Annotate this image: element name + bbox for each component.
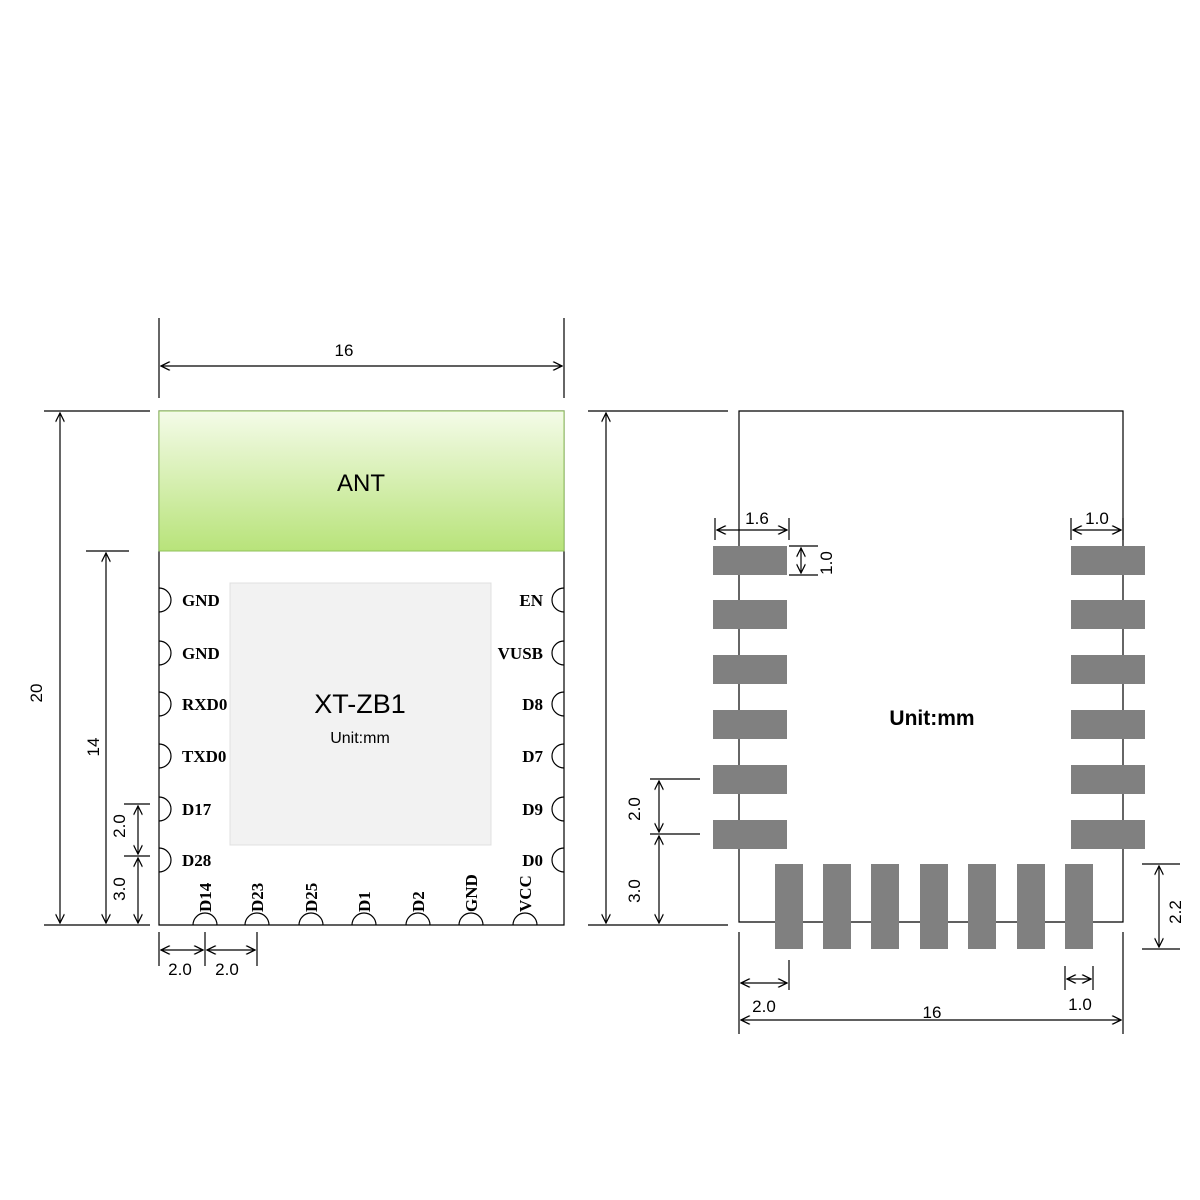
pin-label: VUSB (498, 644, 543, 663)
pin-label: D17 (182, 800, 212, 819)
left-castellations (158, 587, 172, 873)
pad (1065, 864, 1093, 949)
pin-label: D2 (409, 891, 428, 912)
pin-label: GND (182, 644, 220, 663)
footprint-pads-left (713, 546, 787, 849)
pad (1071, 820, 1145, 849)
bottom-castellations (192, 912, 538, 926)
dim-bottom-pitch: 2.0 (215, 960, 239, 979)
right-pin-labels: EN VUSB D8 D7 D9 D0 (498, 591, 544, 870)
pad (1071, 546, 1145, 575)
bottom-pin-labels: D14 D23 D25 D1 D2 GND VCC (196, 874, 535, 912)
pin-label: VCC (516, 875, 535, 912)
chip-label: XT-ZB1 (314, 689, 406, 719)
right-castellations (551, 587, 565, 873)
dim-bottom-offset: 3.0 (110, 877, 129, 901)
pin-label: D0 (522, 851, 543, 870)
pin-label: D23 (248, 883, 267, 912)
pad (713, 820, 787, 849)
pad (968, 864, 996, 949)
dim-fp-bottom-first: 2.0 (752, 997, 776, 1016)
dim-fp-width: 16 (923, 1003, 942, 1022)
module-unit-label: Unit:mm (330, 730, 390, 747)
antenna-label: ANT (337, 470, 385, 497)
pin-label: D7 (522, 747, 543, 766)
module-dimensions: 16 20 14 2.0 3.0 2.0 2.0 (27, 318, 565, 979)
pin-label: D9 (522, 800, 543, 819)
pad (1071, 710, 1145, 739)
dim-fp-bottom-offset: 3.0 (625, 879, 644, 903)
pad (713, 546, 787, 575)
pin-label: RXD0 (182, 695, 227, 714)
pin-label: GND (462, 874, 481, 912)
dim-bottom-pad-width: 1.0 (1068, 995, 1092, 1014)
pin-label: GND (182, 591, 220, 610)
pad (1017, 864, 1045, 949)
pin-label: D8 (522, 695, 543, 714)
pad (713, 655, 787, 684)
dim-pad-width: 1.0 (817, 551, 836, 575)
dim-height: 20 (27, 684, 46, 703)
footprint-unit-label: Unit:mm (889, 707, 974, 730)
pin-label: D1 (355, 891, 374, 912)
pad (713, 600, 787, 629)
pin-label: TXD0 (182, 747, 226, 766)
pad (920, 864, 948, 949)
dim-bottom-pad-length: 2.2 (1166, 900, 1185, 924)
pad (1071, 600, 1145, 629)
left-pin-labels: GND GND RXD0 TXD0 D17 D28 (182, 591, 227, 870)
pad (871, 864, 899, 949)
antenna-area (158, 410, 565, 552)
pad (823, 864, 851, 949)
pin-label: D28 (182, 851, 211, 870)
pin-label: EN (519, 591, 543, 610)
pad (775, 864, 803, 949)
pad (713, 765, 787, 794)
dim-width: 16 (335, 341, 354, 360)
dim-pin-pitch: 2.0 (110, 814, 129, 838)
dim-pad-length-right: 1.0 (1085, 509, 1109, 528)
footprint-dimensions: 1.6 1.0 1.0 2.0 3.0 2.2 2.0 1.0 (588, 410, 1185, 1034)
pin-label: D14 (196, 882, 215, 912)
footprint-outline (738, 410, 1124, 923)
footprint-pads-right (1071, 546, 1145, 849)
pad (1071, 765, 1145, 794)
footprint-pads-bottom (775, 864, 1093, 949)
dim-fp-pitch: 2.0 (625, 797, 644, 821)
dim-pad-length-left: 1.6 (745, 509, 769, 528)
pad (1071, 655, 1145, 684)
dim-bottom-first: 2.0 (168, 960, 192, 979)
chip-shield (229, 582, 492, 846)
pin-label: D25 (302, 883, 321, 912)
pad (713, 710, 787, 739)
dim-pin-area: 14 (84, 738, 103, 757)
